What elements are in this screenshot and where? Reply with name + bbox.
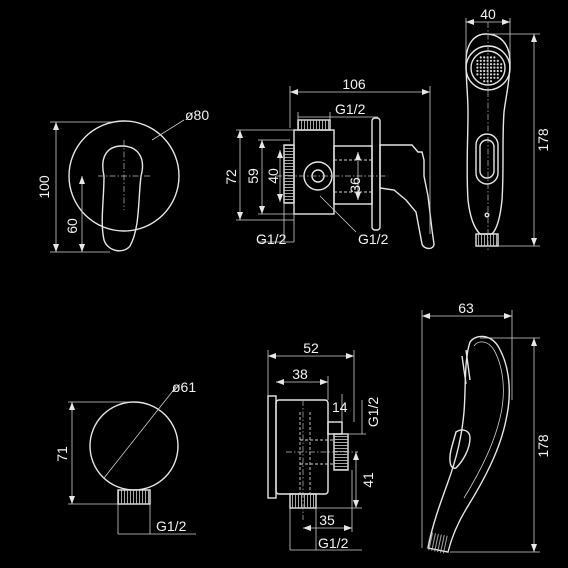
- spray-nozzle: [476, 63, 479, 66]
- shower-side-button: [449, 429, 471, 469]
- valve-handle: [101, 145, 144, 252]
- spray-nozzle: [500, 66, 503, 69]
- spray-nozzle: [479, 63, 482, 66]
- valve-front-view: ø80 100 60: [36, 107, 209, 253]
- dim-thread-right: G1/2: [358, 231, 389, 247]
- spray-nozzle: [483, 63, 486, 66]
- spray-nozzle: [479, 76, 482, 79]
- spray-nozzle: [486, 73, 489, 76]
- spray-nozzle: [483, 59, 486, 62]
- spray-nozzle: [479, 56, 482, 59]
- spray-nozzle: [489, 63, 493, 66]
- wall-outlet-front-view: ø61 71 G1/2: [54, 379, 196, 535]
- side-rosette: [371, 117, 381, 231]
- spray-nozzle: [483, 69, 486, 73]
- spray-nozzle: [483, 76, 486, 79]
- spray-nozzle: [476, 69, 479, 73]
- dim-52: 52: [303, 340, 319, 356]
- spray-nozzle: [500, 69, 503, 73]
- dim-bottom-thread: G1/2: [318, 535, 349, 551]
- outlet-side-body: [275, 399, 329, 495]
- spray-nozzle: [479, 66, 482, 69]
- spray-nozzle: [489, 73, 493, 76]
- spray-nozzle: [483, 73, 486, 76]
- dim-41: 41: [360, 472, 376, 488]
- spray-nozzle: [486, 69, 489, 73]
- dim-shower-side-length: 178: [535, 434, 551, 458]
- spray-nozzle: [486, 59, 489, 62]
- dim-shower-width: 40: [480, 6, 496, 22]
- spray-nozzle: [496, 73, 499, 76]
- spray-nozzle: [486, 80, 489, 83]
- spray-nozzle: [493, 76, 496, 79]
- dim-valve-height: 100: [36, 175, 52, 199]
- spray-nozzle: [496, 66, 499, 69]
- dim-59: 59: [245, 168, 261, 184]
- dim-overall-depth: 106: [342, 76, 366, 92]
- spray-nozzle: [500, 63, 503, 66]
- spray-nozzle: [493, 73, 496, 76]
- dim-35: 35: [319, 512, 335, 528]
- spray-nozzle: [493, 63, 496, 66]
- spray-nozzle: [493, 56, 496, 59]
- spray-nozzle: [489, 69, 493, 73]
- spray-nozzle: [479, 59, 482, 62]
- spray-nozzle: [489, 56, 493, 59]
- spray-nozzle: [486, 56, 489, 59]
- outlet-body: [89, 401, 179, 491]
- dim-side-thread: G1/2: [365, 397, 381, 428]
- spray-nozzle: [479, 69, 482, 73]
- spray-nozzles: [476, 56, 503, 83]
- shower-side-outline: [427, 335, 510, 553]
- spray-nozzle: [496, 76, 499, 79]
- valve-rosette: [68, 120, 180, 232]
- dim-14: 14: [332, 399, 348, 415]
- cartridge: [333, 145, 373, 205]
- mode-button: [475, 133, 499, 185]
- dim-72: 72: [223, 169, 239, 185]
- spray-nozzle: [486, 63, 489, 66]
- spray-nozzle: [486, 66, 489, 69]
- dim-top-thread: G1/2: [335, 101, 366, 117]
- spray-nozzle: [489, 59, 493, 62]
- spray-nozzle: [493, 66, 496, 69]
- dim-38: 38: [292, 366, 308, 382]
- dim-outlet-height: 71: [54, 446, 70, 462]
- spray-nozzle: [476, 66, 479, 69]
- spray-nozzle: [489, 80, 493, 83]
- side-handle: [379, 144, 435, 250]
- dim-handle-height: 60: [64, 218, 80, 234]
- dim-shower-length: 178: [535, 128, 551, 152]
- spray-nozzle: [496, 63, 499, 66]
- spray-nozzle: [489, 66, 493, 69]
- spray-nozzle: [493, 59, 496, 62]
- hand-shower-front-view: 40 178: [465, 6, 551, 250]
- spray-nozzle: [489, 76, 493, 79]
- valve-side-view: 106 G1/2 72 59 40 36 G1/2 G1/2: [223, 76, 435, 250]
- spray-nozzle: [486, 76, 489, 79]
- dim-shower-side-width: 63: [458, 300, 474, 316]
- dim-outlet-diameter: ø61: [172, 379, 196, 395]
- spray-nozzle: [483, 56, 486, 59]
- spray-nozzle: [496, 59, 499, 62]
- dim-36: 36: [347, 177, 363, 193]
- spray-nozzle: [493, 69, 496, 73]
- dim-outlet-thread: G1/2: [156, 518, 187, 534]
- dim-40: 40: [265, 168, 281, 184]
- dim-thread-left: G1/2: [256, 231, 287, 247]
- wall-outlet-side-view: 52 38 14 G1/2 41 35 G1/2: [267, 340, 381, 551]
- spray-nozzle: [496, 69, 499, 73]
- dim-valve-diameter: ø80: [185, 107, 209, 123]
- spray-nozzle: [483, 66, 486, 69]
- spray-nozzle: [476, 73, 479, 76]
- spray-nozzle: [483, 80, 486, 83]
- spray-nozzle: [476, 59, 479, 62]
- shower-outline: [465, 33, 511, 235]
- hand-shower-side-view: 63 178: [421, 300, 551, 554]
- spray-nozzle: [479, 73, 482, 76]
